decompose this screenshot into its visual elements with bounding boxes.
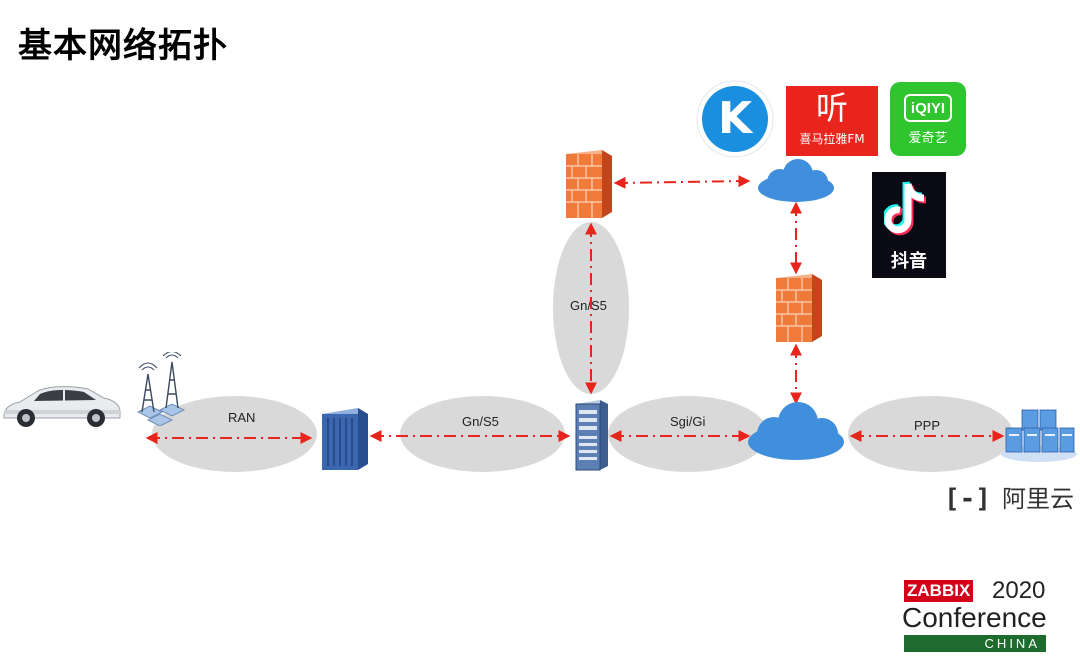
ximalaya-label: 喜马拉雅FM [799, 132, 865, 146]
zabbix-conference-logo: ZABBIX 2020 Conference CHINA [902, 578, 1054, 654]
ran-equipment-icon [322, 408, 368, 470]
aliyun-bracket: [-] [944, 484, 991, 514]
ran-label: RAN [228, 410, 256, 425]
network-cloud-icon [748, 402, 844, 460]
ppp-label: PPP [914, 418, 941, 433]
conference-region: CHINA [904, 635, 1046, 652]
zabbix-brand: ZABBIX [904, 580, 974, 602]
gn-s5-label: Gn/S5 [462, 414, 499, 429]
douyin-label: 抖音 [891, 251, 927, 272]
iqiyi-label: 爱奇艺 [908, 131, 948, 146]
ximalaya-glyph: 听 [815, 89, 848, 127]
iqiyi-glyph: iQIYI [904, 94, 952, 122]
base-station-icon [136, 352, 186, 426]
firewall-cloud-arrow [613, 175, 751, 189]
firewall-icon [566, 150, 612, 218]
sgi-gi-label: Sgi/Gi [670, 414, 706, 429]
firewall-icon [776, 274, 822, 342]
aliyun-name: 阿里云 [1002, 485, 1074, 513]
aliyun-servers-icon [1001, 409, 1077, 462]
aliyun-logo: [-] 阿里云 [944, 482, 1078, 516]
conference-title: Conference [902, 602, 1047, 633]
kugou-letter: K [717, 93, 753, 144]
internet-cloud-icon [758, 159, 834, 202]
gateway-server-icon [575, 400, 608, 471]
kugou-app-icon [696, 80, 774, 158]
douyin-note-icon [884, 181, 927, 236]
car-icon [3, 386, 121, 427]
ximalaya-app-icon [786, 86, 878, 156]
zabbix-year: 2020 [992, 577, 1046, 604]
page-title: 基本网络拓扑 [18, 26, 228, 66]
